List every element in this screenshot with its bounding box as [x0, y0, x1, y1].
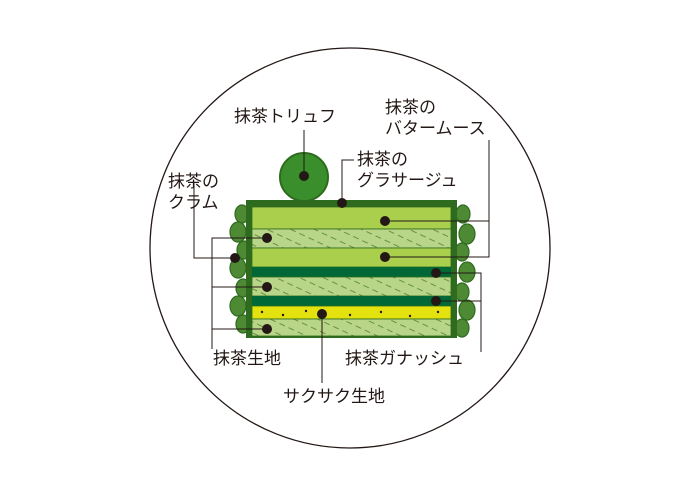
leader-lines: [193, 130, 490, 383]
leader-dots: [230, 171, 441, 334]
label-glacage-line2: グラサージュ: [357, 171, 458, 191]
sponge-layer-1: [251, 228, 452, 249]
label-mousse-line1: 抹茶の: [385, 98, 436, 118]
label-glacage-line1: 抹茶の: [357, 150, 408, 170]
label-mousse-line2: バタームース: [385, 119, 486, 139]
label-ganache: 抹茶ガナッシュ: [345, 349, 464, 369]
ganache-layer-1: [252, 267, 451, 277]
crispy-layer: [251, 305, 452, 320]
sponge-layer-2: [251, 276, 452, 297]
crispy-specks: [260, 309, 440, 318]
sponge-layer-3: [251, 318, 452, 337]
mousse-layer-top: [251, 206, 452, 230]
label-crispy: サクサク生地: [283, 387, 385, 407]
label-crumble-line1: 抹茶の: [168, 172, 219, 192]
ganache-layer-2: [252, 296, 451, 306]
label-sponge: 抹茶生地: [213, 349, 281, 369]
label-truffle: 抹茶トリュフ: [234, 107, 336, 127]
label-crumble-line2: クラム: [168, 193, 219, 213]
